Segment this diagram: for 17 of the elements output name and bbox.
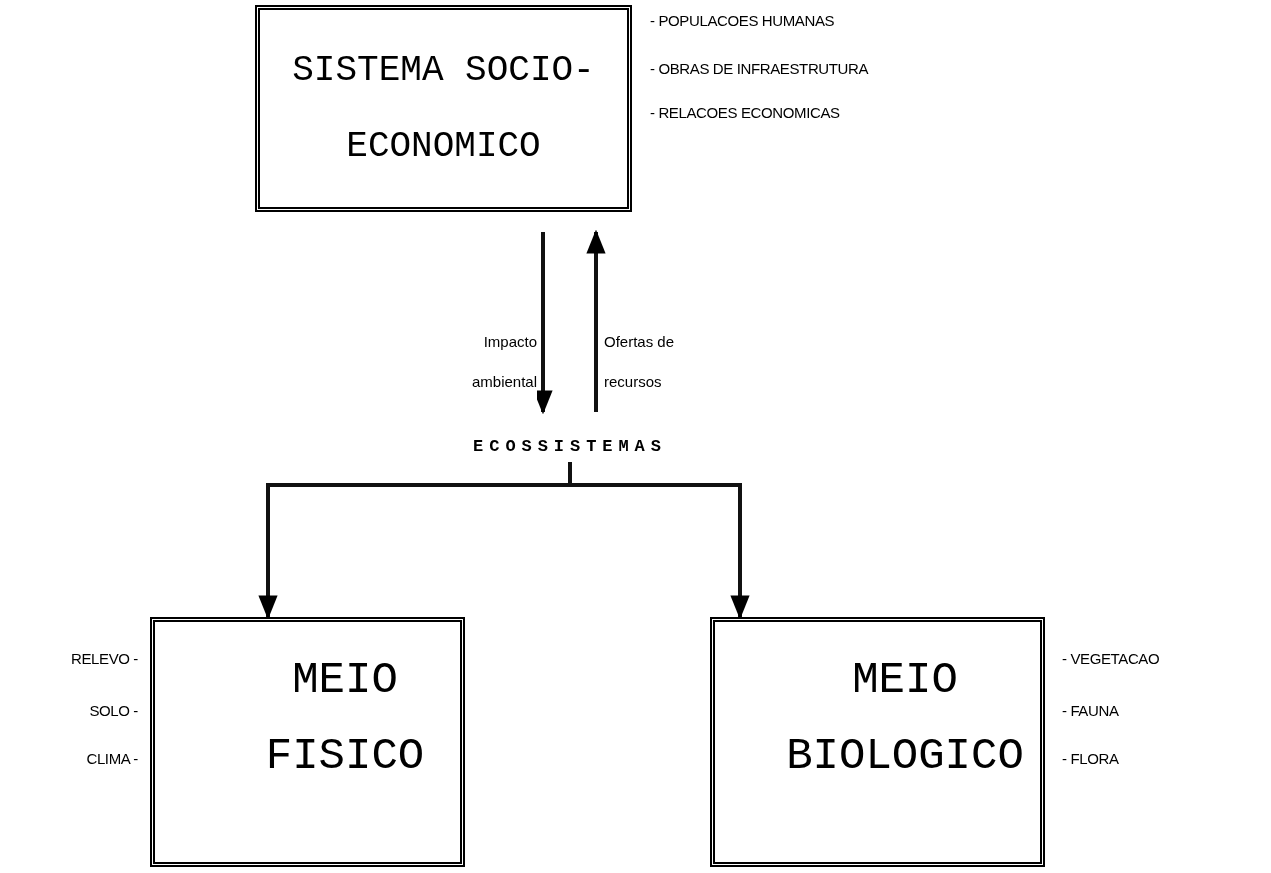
box-title: MEIO BIOLOGICO bbox=[785, 654, 1025, 783]
list-item: CLIMA - bbox=[85, 749, 138, 769]
list-item: RELEVO - bbox=[69, 649, 138, 669]
list-item: - VEGETACAO bbox=[1062, 649, 1160, 669]
box-title: MEIO FISICO bbox=[264, 654, 426, 783]
box-title: ECOSSISTEMAS bbox=[473, 436, 667, 459]
list-item: - FLORA bbox=[1062, 749, 1119, 769]
list-item: SOLO - bbox=[88, 701, 138, 721]
list-item: - OBRAS DE INFRAESTRUTURA bbox=[650, 59, 869, 79]
process-box bbox=[710, 617, 1045, 867]
arrow bbox=[586, 229, 606, 412]
list-item: - FAUNA bbox=[1062, 701, 1119, 721]
process-box bbox=[255, 5, 632, 212]
process-box bbox=[150, 617, 465, 867]
box-title: SISTEMA SOCIO-ECONOMICO bbox=[291, 48, 596, 169]
list-item: - POPULACOES HUMANAS bbox=[650, 11, 835, 31]
list-item: - RELACOES ECONOMICAS bbox=[650, 103, 840, 123]
